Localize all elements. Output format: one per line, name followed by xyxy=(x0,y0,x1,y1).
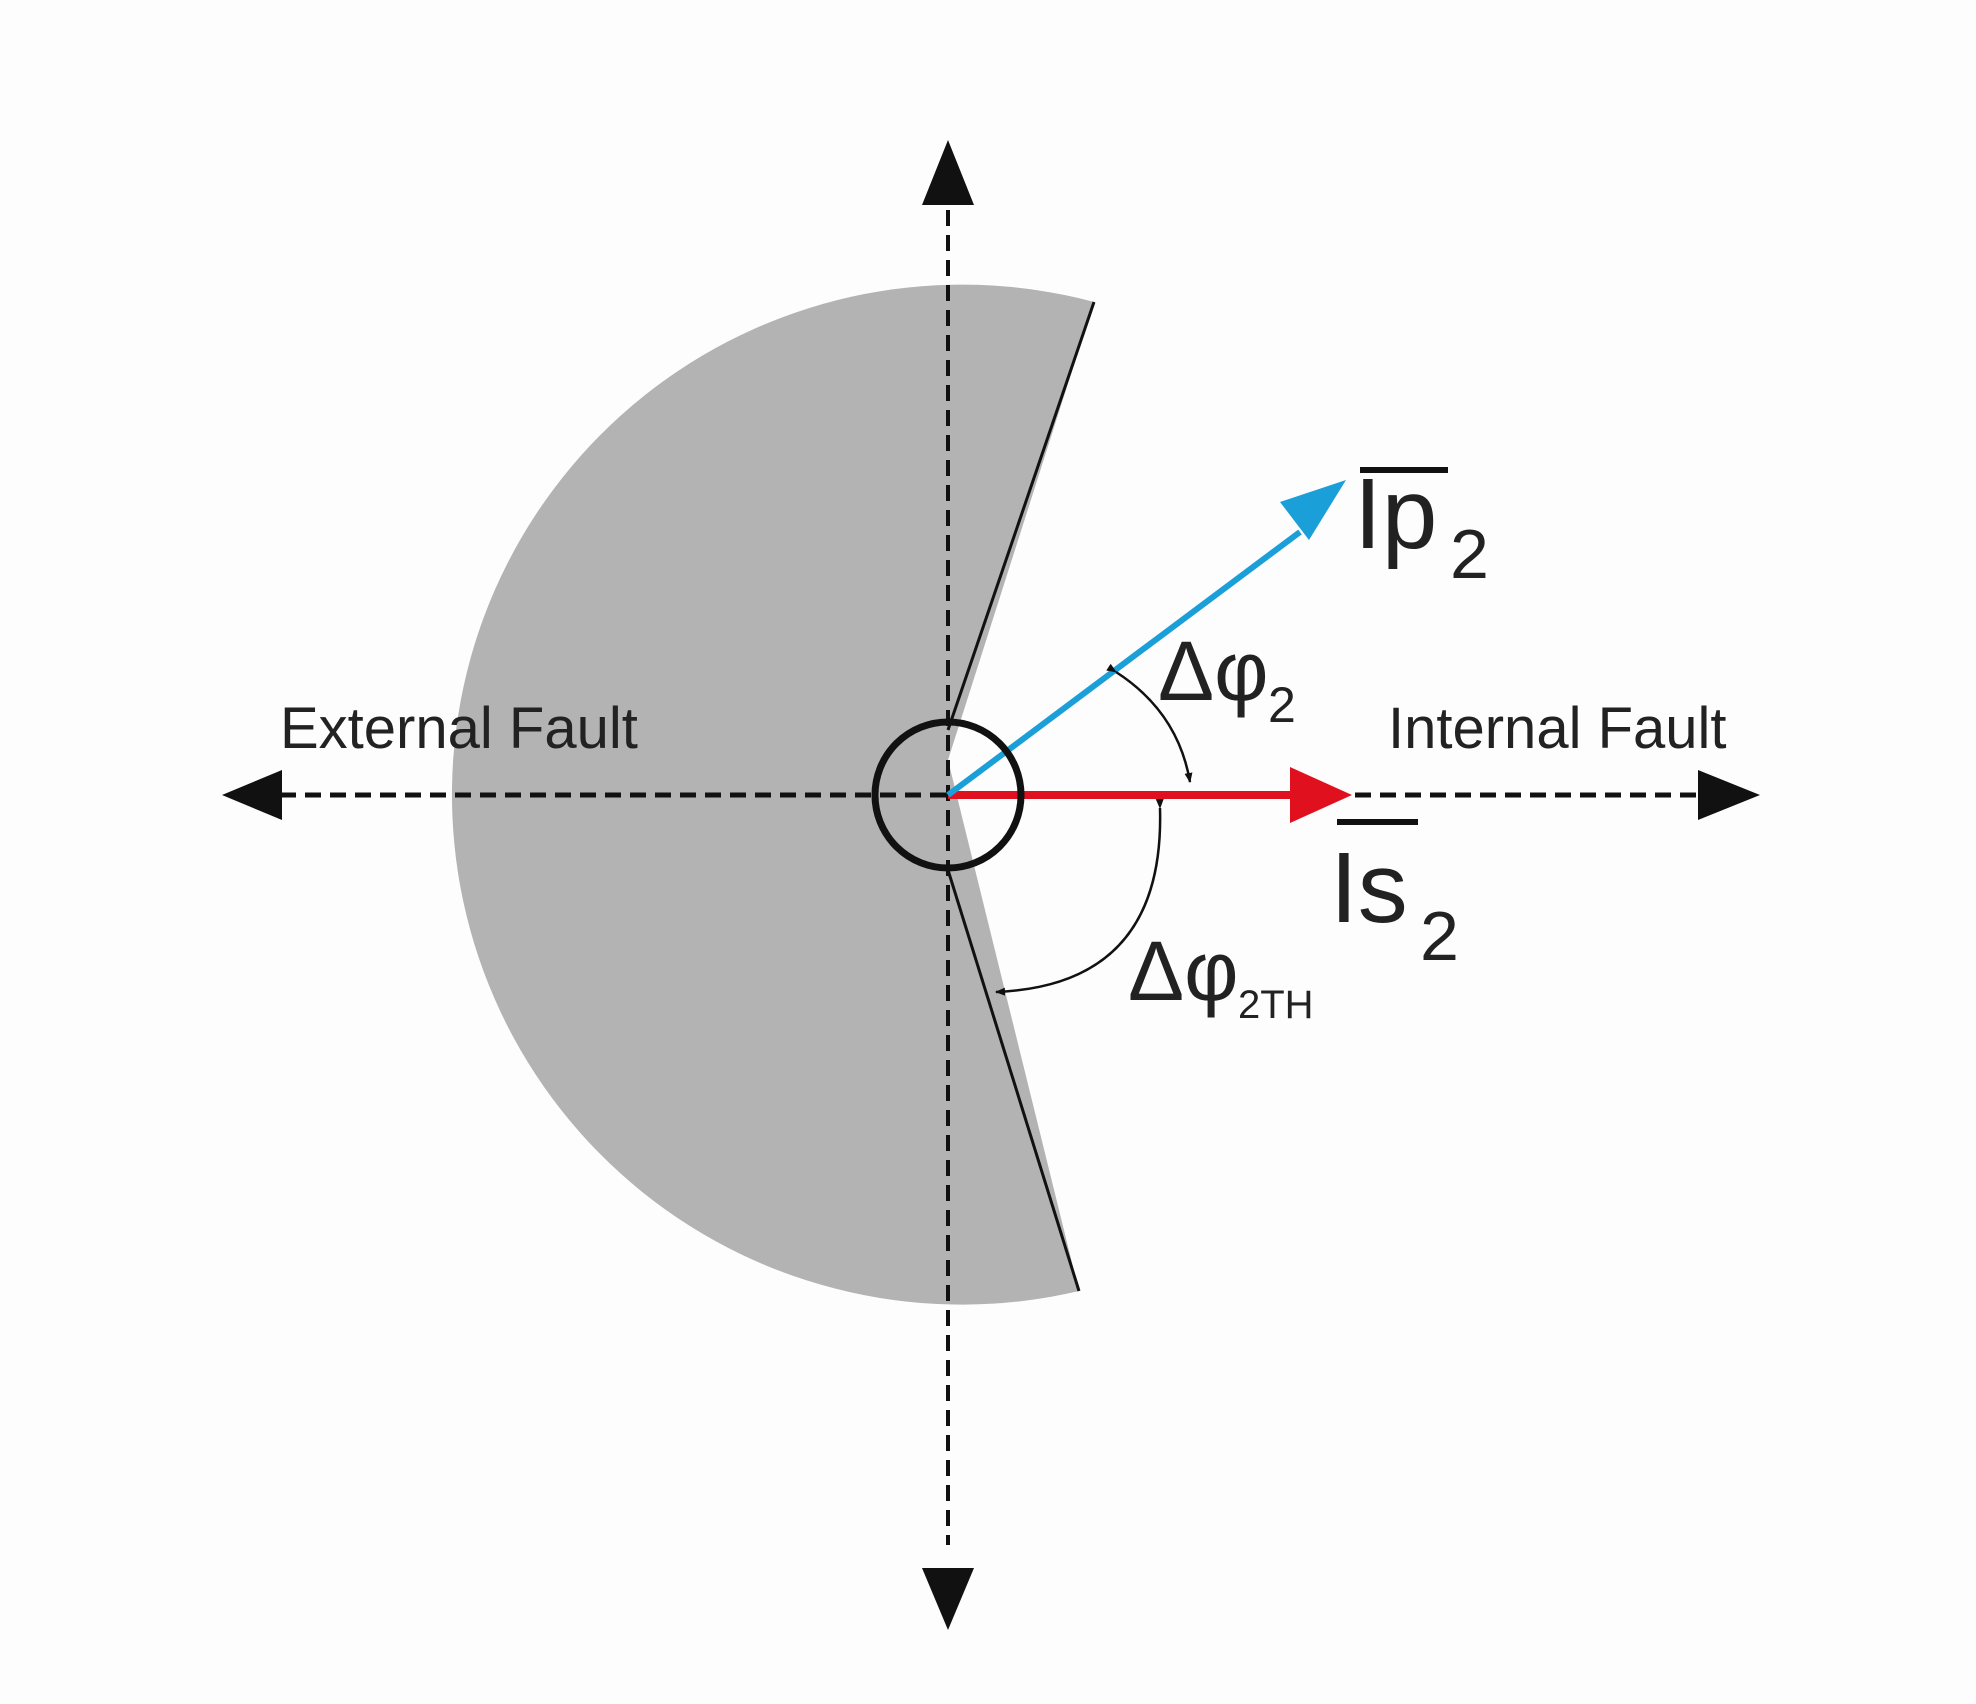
axis-arrow-down-icon xyxy=(922,1568,974,1630)
threshold-boundary-lower xyxy=(946,869,1081,1292)
ip2-arrowhead-icon xyxy=(1280,480,1346,540)
internal-fault-label: Internal Fault xyxy=(1388,696,1727,761)
is2-label: Is xyxy=(1330,832,1408,944)
ip2-subscript: 2 xyxy=(1450,515,1489,593)
axis-arrow-up-icon xyxy=(922,140,974,205)
origin-circle xyxy=(871,718,1025,872)
is2-arrowhead-icon xyxy=(1290,767,1352,823)
ip2-label: Ip xyxy=(1354,458,1437,570)
is2-subscript: 2 xyxy=(1420,897,1459,975)
delta-phi2-subscript: 2 xyxy=(1268,677,1296,733)
threshold-boundary-upper xyxy=(946,301,1096,731)
external-fault-label: External Fault xyxy=(280,696,638,761)
delta-phi2-arc xyxy=(1106,663,1193,783)
axis-arrow-left-icon xyxy=(222,770,282,820)
delta-phi2-label: Δφ xyxy=(1158,624,1269,718)
delta-phi2th-subscript: 2TH xyxy=(1238,983,1314,1027)
restraint-region xyxy=(451,284,1094,1305)
axis-arrow-right-icon xyxy=(1698,770,1760,820)
delta-phi2th-arc xyxy=(995,798,1164,996)
delta-phi2th-label: Δφ xyxy=(1128,924,1239,1018)
